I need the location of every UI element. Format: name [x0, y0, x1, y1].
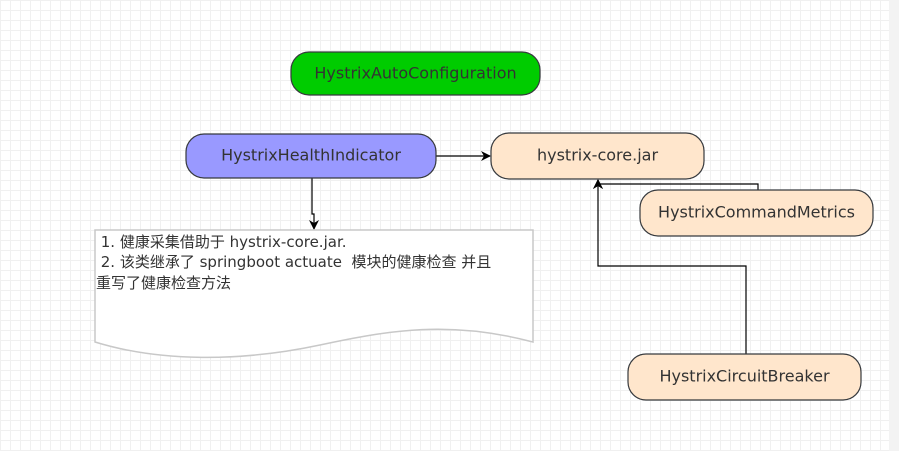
node-label: HystrixAutoConfiguration [314, 64, 516, 83]
node-hystrix-circuit-breaker[interactable]: HystrixCircuitBreaker [627, 353, 862, 401]
node-label: HystrixCommandMetrics [658, 203, 855, 222]
scrollbar-track[interactable] [889, 0, 899, 451]
note-shape [94, 229, 534, 359]
note-line-3: 重写了健康检查方法 [96, 274, 231, 292]
node-hystrix-health-indicator[interactable]: HystrixHealthIndicator [185, 133, 437, 179]
node-label: HystrixHealthIndicator [221, 146, 401, 165]
note-line-2: 2. 该类继承了 springboot actuate 模块的健康检查 并且 [96, 253, 491, 271]
edge-metrics-to-core [593, 179, 759, 190]
edges [309, 151, 759, 354]
node-shape [185, 133, 437, 179]
edge-breaker-to-core [593, 179, 747, 354]
node-hystrix-core-jar[interactable]: hystrix-core.jar [490, 132, 705, 180]
node-hystrix-command-metrics[interactable]: HystrixCommandMetrics [639, 189, 874, 237]
node-shape [290, 51, 541, 96]
node-hystrix-auto-configuration[interactable]: HystrixAutoConfiguration [290, 51, 541, 96]
edge-health-to-note [309, 178, 319, 230]
node-shape [639, 189, 874, 237]
node-shape [490, 132, 705, 180]
node-shape [627, 353, 862, 401]
note-document[interactable]: 1. 健康采集借助于 hystrix-core.jar. 2. 该类继承了 sp… [94, 229, 534, 359]
node-label: hystrix-core.jar [537, 146, 658, 165]
node-label: HystrixCircuitBreaker [659, 367, 829, 386]
note-line-1: 1. 健康采集借助于 hystrix-core.jar. [96, 233, 347, 251]
